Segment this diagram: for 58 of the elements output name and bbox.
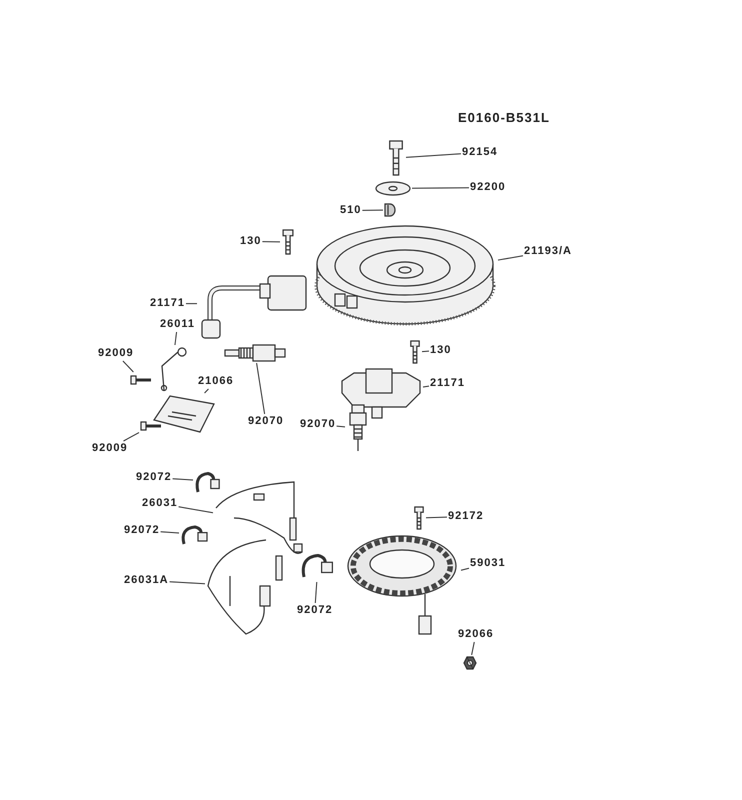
callout-number: 92066 — [458, 628, 494, 641]
callout-number: 92072 — [297, 604, 333, 617]
leader-line — [336, 426, 346, 428]
leader-line — [314, 582, 318, 604]
leader-line — [422, 386, 430, 388]
leader-line — [122, 360, 134, 372]
leader-line — [426, 516, 448, 518]
leader-line — [471, 642, 475, 656]
callout-number: 92070 — [300, 418, 336, 431]
callout-number: 26031A — [124, 574, 169, 587]
leader-line — [362, 210, 384, 211]
leader-line — [178, 506, 214, 514]
callout-number: 92070 — [248, 415, 284, 428]
callout-number: 130 — [240, 235, 262, 248]
screw-drawing — [130, 373, 152, 387]
module-drawing — [152, 394, 216, 434]
leader-line — [498, 255, 524, 261]
bolt-drawing — [413, 506, 425, 530]
leader-line — [160, 531, 180, 534]
leader-line — [460, 568, 470, 571]
leader-line — [256, 362, 266, 414]
callout-number: 21193/A — [524, 245, 572, 258]
callout-number: 59031 — [470, 557, 506, 570]
callout-number: 21171 — [430, 377, 465, 390]
leader-line — [174, 332, 178, 346]
callout-number: 130 — [430, 344, 452, 357]
drawing-code: E0160-B531L — [458, 110, 550, 125]
leader-line — [172, 478, 194, 481]
leader-line — [422, 350, 430, 352]
leader-line — [406, 153, 462, 158]
spark-plug-drawing — [224, 344, 286, 362]
bolt-drawing — [387, 140, 405, 176]
callout-number: 92154 — [462, 146, 498, 159]
callout-number: 92172 — [448, 510, 484, 523]
callout-number: 92200 — [470, 181, 506, 194]
key-drawing — [384, 203, 394, 217]
callout-number: 26011 — [160, 318, 195, 331]
nut-drawing — [463, 656, 477, 670]
leader-line — [412, 187, 470, 189]
leader-line — [169, 581, 206, 584]
callout-number: 26031 — [142, 497, 178, 510]
flywheel-drawing — [313, 224, 497, 328]
leader-line — [204, 388, 209, 394]
callout-number: 21171 — [150, 297, 185, 310]
leader-line — [123, 432, 140, 442]
callout-number: 92009 — [92, 442, 128, 455]
callout-number: 92072 — [124, 524, 160, 537]
callout-number: 92072 — [136, 471, 172, 484]
leader-line — [262, 241, 280, 242]
ignition-coil-drawing — [340, 367, 422, 419]
callout-number: 92009 — [98, 347, 134, 360]
washer-drawing — [375, 181, 411, 196]
bolt-drawing — [409, 340, 421, 364]
callout-number: 510 — [340, 204, 362, 217]
screw-drawing — [140, 419, 162, 433]
leader-line — [185, 303, 198, 304]
callout-number: 21066 — [198, 375, 234, 388]
bolt-drawing — [281, 229, 295, 255]
